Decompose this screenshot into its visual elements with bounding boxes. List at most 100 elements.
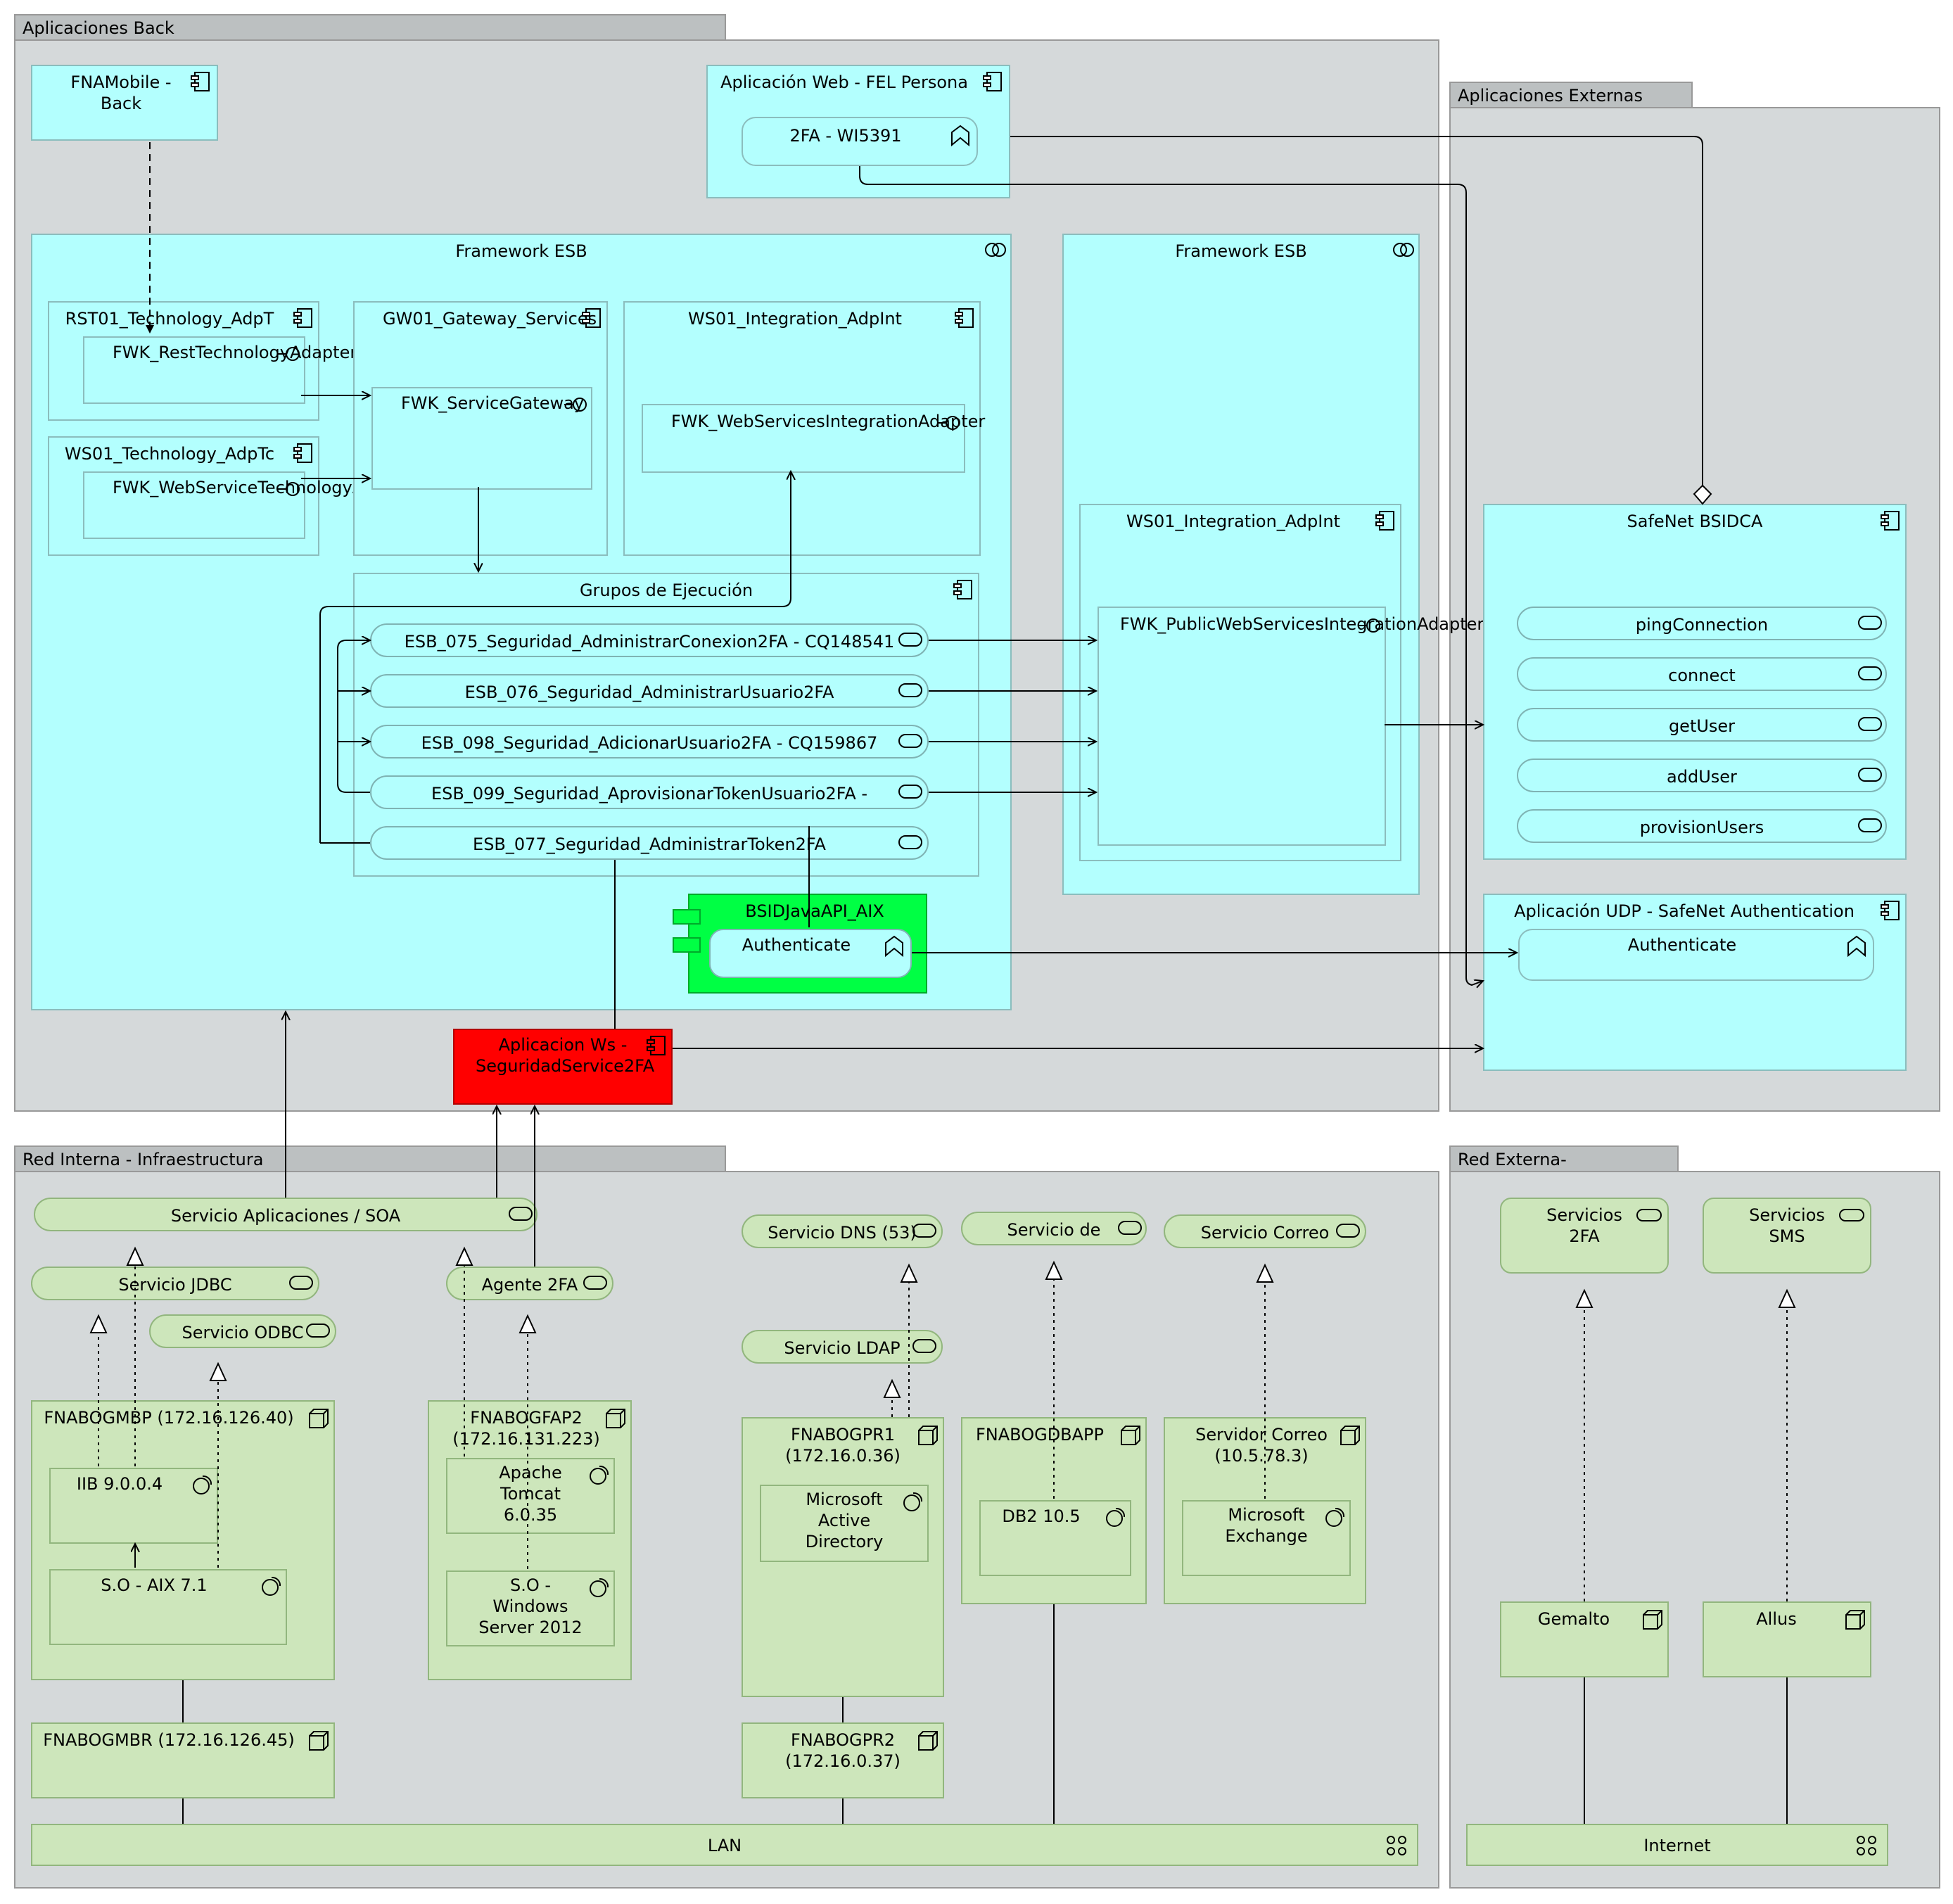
safenet-service-adduser[interactable]: addUser <box>1517 759 1887 792</box>
aplicacion-ws-component[interactable]: Aplicacion Ws - SeguridadService2FA <box>453 1029 673 1105</box>
internet-label: Internet <box>1643 1836 1711 1855</box>
udp-component[interactable]: Aplicación UDP - SafeNet Authentication … <box>1483 894 1907 1071</box>
allus-node[interactable]: Allus <box>1703 1601 1871 1677</box>
gemalto-node[interactable]: Gemalto <box>1500 1601 1669 1677</box>
fnabogpr2-label: FNABOGPR2 (172.16.0.37) <box>785 1730 901 1771</box>
framework-esb-left-label: Framework ESB <box>455 241 587 261</box>
network-icon <box>1387 1836 1406 1855</box>
fnabogfap2-node[interactable]: FNABOGFAP2 (172.16.131.223) Apache Tomca… <box>428 1400 632 1680</box>
fnabogdbapp-node[interactable]: FNABOGDBAPP DB2 10.5 <box>961 1417 1147 1604</box>
safenet-service-provision[interactable]: provisionUsers <box>1517 809 1887 843</box>
node-icon <box>1121 1426 1140 1445</box>
node-icon <box>1643 1610 1662 1630</box>
system-software-icon <box>1106 1507 1126 1527</box>
ws01-int-right-component[interactable]: WS01_Integration_AdpInt FWK_PublicWebSer… <box>1079 504 1484 861</box>
bsid-port-top <box>673 909 701 925</box>
safenet-service-label: getUser <box>1668 716 1736 736</box>
fnabogmbp-label: FNABOGMBP (172.16.126.40) <box>44 1408 294 1428</box>
fwk-gateway-label: FWK_ServiceGateway <box>401 393 584 413</box>
so-win-system-software[interactable]: S.O - Windows Server 2012 <box>446 1570 615 1646</box>
so-aix-system-software[interactable]: S.O - AIX 7.1 <box>49 1569 287 1645</box>
fwk-gateway-interface[interactable]: FWK_ServiceGateway <box>371 387 592 490</box>
twofa-wi-function[interactable]: 2FA - WI5391 <box>742 117 978 166</box>
fnabogmbp-node[interactable]: FNABOGMBP (172.16.126.40) IIB 9.0.0.4 S.… <box>31 1400 335 1680</box>
aplicacion-ws-label: Aplicacion Ws - SeguridadService2FA <box>476 1035 655 1076</box>
srv-de-service[interactable]: Servicio de <box>961 1212 1147 1245</box>
srv-jdbc-label: Servicio JDBC <box>118 1275 232 1295</box>
srv-soa-service[interactable]: Servicio Aplicaciones / SOA <box>34 1198 537 1231</box>
iib-system-software[interactable]: IIB 9.0.0.4 <box>49 1468 218 1544</box>
ws01-int-left-component[interactable]: WS01_Integration_AdpInt FWK_WebServicesI… <box>623 301 985 556</box>
fwk-public-label: FWK_PublicWebServicesIntegrationAdapter <box>1120 614 1484 634</box>
esb-099-label: ESB_099_Seguridad_AprovisionarTokenUsuar… <box>431 784 868 804</box>
esb-099-service[interactable]: ESB_099_Seguridad_AprovisionarTokenUsuar… <box>370 775 929 809</box>
srv-2fa-label: Servicios 2FA <box>1546 1205 1622 1246</box>
authenticate-udp-function[interactable]: Authenticate <box>1518 929 1874 981</box>
rst01-component[interactable]: RST01_Technology_AdpT FWK_RestTechnology… <box>48 301 357 421</box>
internet-network[interactable]: Internet <box>1466 1824 1888 1866</box>
interface-icon <box>1358 618 1380 633</box>
component-icon <box>1881 901 1900 920</box>
esb-098-service[interactable]: ESB_098_Seguridad_AdicionarUsuario2FA - … <box>370 725 929 759</box>
lan-network[interactable]: LAN <box>31 1824 1418 1866</box>
fnabogpr2-node[interactable]: FNABOGPR2 (172.16.0.37) <box>742 1722 944 1798</box>
authenticate-udp-label: Authenticate <box>1627 935 1737 955</box>
srv-2fa-service[interactable]: Servicios 2FA <box>1500 1198 1669 1274</box>
fwk-wstech-interface[interactable]: FWK_WebServiceTechnologyAdapter <box>83 471 419 539</box>
exchange-system-software[interactable]: Microsoft Exchange <box>1182 1500 1351 1576</box>
authenticate-bsid-function[interactable]: Authenticate <box>709 929 912 978</box>
srv-odbc-service[interactable]: Servicio ODBC <box>149 1314 336 1348</box>
app-web-fel-label: Aplicación Web - FEL Persona <box>720 72 968 92</box>
srv-sms-service[interactable]: Servicios SMS <box>1703 1198 1871 1274</box>
app-web-fel-component[interactable]: Aplicación Web - FEL Persona 2FA - WI539… <box>706 65 1010 198</box>
tomcat-system-software[interactable]: Apache Tomcat 6.0.35 <box>446 1458 615 1534</box>
ws01-int-right-label: WS01_Integration_AdpInt <box>1126 512 1340 531</box>
service-icon <box>1636 1209 1662 1221</box>
safenet-service-getuser[interactable]: getUser <box>1517 708 1887 742</box>
gw01-component[interactable]: GW01_Gateway_Services FWK_ServiceGateway <box>353 301 608 556</box>
system-software-icon <box>590 1578 609 1597</box>
fnabogmbr-node[interactable]: FNABOGMBR (172.16.126.45) <box>31 1722 335 1798</box>
twofa-wi-label: 2FA - WI5391 <box>789 126 902 146</box>
interface-icon <box>937 416 960 430</box>
fwk-rest-interface[interactable]: FWK_RestTechnologyAdapter <box>83 336 357 404</box>
network-icon <box>1857 1836 1876 1855</box>
safenet-service-ping[interactable]: pingConnection <box>1517 607 1887 640</box>
fnabogfap2-label: FNABOGFAP2 (172.16.131.223) <box>452 1408 600 1449</box>
srv-dns-label: Servicio DNS (53) <box>768 1223 917 1243</box>
agente-2fa-service[interactable]: Agente 2FA <box>446 1267 613 1300</box>
srv-ldap-service[interactable]: Servicio LDAP <box>742 1330 943 1364</box>
group-red-externa[interactable] <box>1449 1171 1940 1889</box>
fwk-wsint-interface[interactable]: FWK_WebServicesIntegrationAdapter <box>642 404 985 473</box>
service-icon <box>1839 1209 1864 1221</box>
gemalto-label: Gemalto <box>1537 1609 1610 1629</box>
db2-system-software[interactable]: DB2 10.5 <box>979 1500 1131 1576</box>
esb-075-service[interactable]: ESB_075_Seguridad_AdministrarConexion2FA… <box>370 623 929 657</box>
function-icon <box>1847 935 1866 958</box>
servidor-correo-node[interactable]: Servidor Correo (10.5.78.3) Microsoft Ex… <box>1164 1417 1366 1604</box>
component-icon <box>293 443 312 463</box>
fnamobile-component[interactable]: FNAMobile - Back <box>31 65 218 141</box>
esb-077-service[interactable]: ESB_077_Seguridad_AdministrarToken2FA <box>370 826 929 860</box>
esb-076-service[interactable]: ESB_076_Seguridad_AdministrarUsuario2FA <box>370 674 929 708</box>
component-icon <box>953 580 972 599</box>
bsid-label: BSIDJavaAPI_AIX <box>745 901 884 921</box>
safenet-service-connect[interactable]: connect <box>1517 657 1887 691</box>
msad-system-software[interactable]: Microsoft Active Directory <box>760 1485 929 1562</box>
fwk-public-interface[interactable]: FWK_PublicWebServicesIntegrationAdapter <box>1098 607 1484 846</box>
collaboration-icon <box>985 243 1006 257</box>
safenet-service-label: provisionUsers <box>1639 818 1764 837</box>
srv-jdbc-service[interactable]: Servicio JDBC <box>31 1267 319 1300</box>
collaboration-icon <box>1393 243 1414 257</box>
srv-ldap-label: Servicio LDAP <box>784 1338 901 1358</box>
interface-icon <box>277 482 300 496</box>
exchange-label: Microsoft Exchange <box>1225 1505 1308 1546</box>
lan-label: LAN <box>707 1836 742 1855</box>
fnabogpr1-node[interactable]: FNABOGPR1 (172.16.0.36) Microsoft Active… <box>742 1417 944 1697</box>
srv-correo-service[interactable]: Servicio Correo <box>1164 1214 1366 1248</box>
ws01-tech-component[interactable]: WS01_Technology_AdpTc FWK_WebServiceTech… <box>48 436 419 556</box>
srv-dns-service[interactable]: Servicio DNS (53) <box>742 1214 943 1248</box>
bsid-java-api-node[interactable]: BSIDJavaAPI_AIX Authenticate <box>688 894 927 994</box>
so-aix-label: S.O - AIX 7.1 <box>101 1575 208 1595</box>
node-icon <box>918 1426 938 1445</box>
